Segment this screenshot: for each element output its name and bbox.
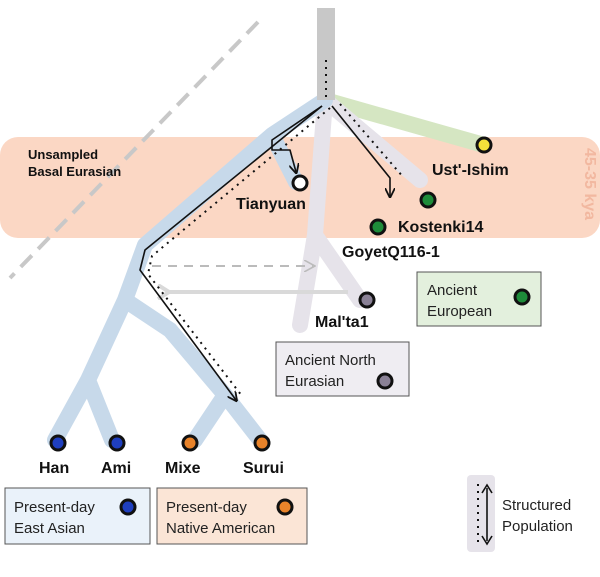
legend-east-asian-line2: East Asian: [14, 520, 85, 537]
legend-ancient-european-swatch: [513, 288, 531, 306]
mixe-label: Mixe: [165, 460, 201, 477]
tianyuan-node: [291, 174, 309, 192]
legend-east-asian-swatch: [119, 498, 137, 516]
era-label: 45-35 kya: [581, 148, 598, 220]
surui-label: Surui: [243, 460, 284, 477]
sample-nodes: [49, 136, 493, 452]
unsampled-label-1: Unsampled: [28, 147, 98, 162]
legend-native-american-line2: Native American: [166, 520, 275, 537]
path-to-east-asia: [139, 105, 323, 400]
legend-structured-arrow-head-up: [481, 483, 493, 494]
mixe-node: [181, 434, 199, 452]
tianyuan-label: Tianyuan: [236, 196, 306, 213]
unsampled-lineage-dashed: [8, 20, 260, 280]
malta-label: Mal'ta1: [315, 314, 369, 331]
kostenki-label: Kostenki14: [398, 219, 483, 236]
legend-east-asian-line1: Present-day: [14, 499, 95, 516]
tree-branches: [47, 8, 492, 448]
path-to-tianyuan: [271, 105, 323, 172]
ami-label: Ami: [101, 460, 131, 477]
legend-present-east-asian: Present-day East Asian: [4, 487, 151, 545]
legend-north-eurasian-line2: Eurasian: [285, 373, 344, 390]
legend-present-native-american: Present-day Native American: [156, 487, 308, 545]
legend-ancient-european-line2: European: [427, 303, 492, 320]
ust-ishim-node: [475, 136, 493, 154]
legend-north-eurasian-line1: Ancient North: [285, 352, 376, 369]
han-label: Han: [39, 460, 69, 477]
legend-native-american-line1: Present-day: [166, 499, 247, 516]
han-node: [49, 434, 67, 452]
kostenki-node: [419, 191, 437, 209]
legend-structured-arrow-head-down: [481, 535, 493, 546]
legend-structured-line1: Structured: [502, 497, 571, 514]
ami-node: [108, 434, 126, 452]
legend-ancient-european: Ancient European: [416, 271, 542, 327]
ust-ishim-branch: [317, 92, 492, 153]
path-to-europe: [331, 105, 390, 196]
legend-structured-line2: Population: [502, 518, 573, 535]
legend-ancient-european-line1: Ancient: [427, 282, 478, 299]
unsampled-label-2: Basal Eurasian: [28, 164, 121, 179]
surui-node: [253, 434, 271, 452]
ust-ishim-label: Ust'-Ishim: [432, 162, 509, 179]
legend-ancient-north-eurasian: Ancient North Eurasian: [275, 341, 410, 397]
structured-population-paths: [139, 60, 405, 400]
legend-structured-population: Structured Population: [467, 475, 573, 552]
trunk: [317, 8, 335, 100]
legend-north-eurasian-swatch: [376, 372, 394, 390]
east-asian-branch: [47, 92, 333, 448]
goyet-node: [369, 218, 387, 236]
north-eurasian-branch: [292, 92, 428, 333]
goyet-label: GoyetQ116-1: [342, 244, 440, 261]
malta-node: [358, 291, 376, 309]
legend-native-american-swatch: [276, 498, 294, 516]
